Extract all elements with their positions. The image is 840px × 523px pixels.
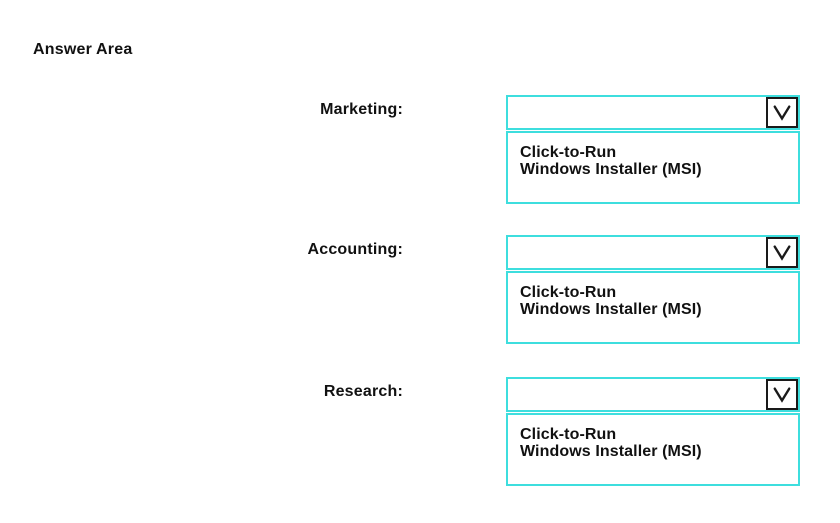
options-list-marketing: Click-to-Run Windows Installer (MSI) [506,131,800,204]
chevron-down-icon [771,385,793,405]
label-research: Research: [323,383,403,400]
dropdown-research: Click-to-Run Windows Installer (MSI) [506,377,800,486]
option-windows-installer-msi[interactable]: Windows Installer (MSI) [520,161,702,178]
select-accounting-dropdown-button[interactable] [766,237,798,268]
option-windows-installer-msi[interactable]: Windows Installer (MSI) [520,301,702,318]
options-list-accounting: Click-to-Run Windows Installer (MSI) [506,271,800,344]
select-marketing[interactable] [506,95,800,130]
options-list-research: Click-to-Run Windows Installer (MSI) [506,413,800,486]
option-windows-installer-msi[interactable]: Windows Installer (MSI) [520,443,702,460]
label-marketing: Marketing: [320,101,403,118]
option-click-to-run[interactable]: Click-to-Run [520,144,617,161]
chevron-down-icon [771,103,793,123]
option-click-to-run[interactable]: Click-to-Run [520,426,617,443]
select-accounting[interactable] [506,235,800,270]
dropdown-accounting: Click-to-Run Windows Installer (MSI) [506,235,800,344]
chevron-down-icon [771,243,793,263]
label-accounting: Accounting: [307,241,403,258]
dropdown-marketing: Click-to-Run Windows Installer (MSI) [506,95,800,204]
select-research-dropdown-button[interactable] [766,379,798,410]
option-click-to-run[interactable]: Click-to-Run [520,284,617,301]
page-title: Answer Area [33,41,133,58]
select-marketing-dropdown-button[interactable] [766,97,798,128]
select-research[interactable] [506,377,800,412]
